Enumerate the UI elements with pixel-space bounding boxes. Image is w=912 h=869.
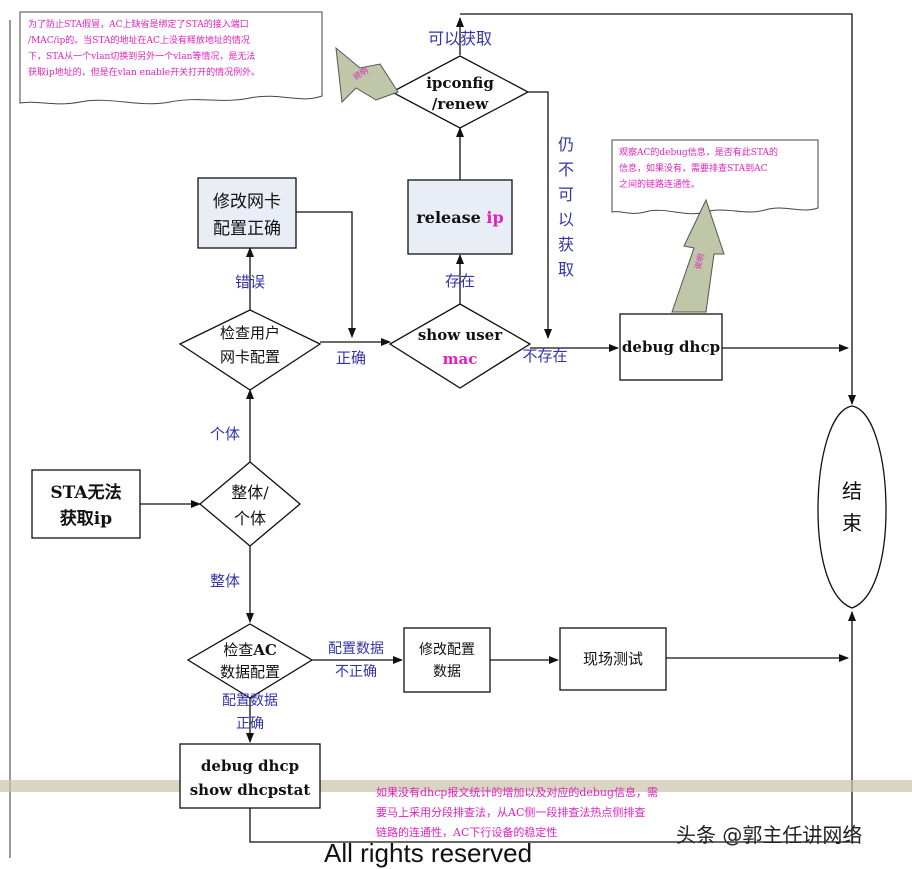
note-right-line1: 观察AC的debug信息，是否有此STA的: [619, 146, 778, 158]
node-end: 结 束: [817, 405, 887, 609]
node-fix-nic-line1: 修改网卡: [213, 192, 281, 212]
node-show-user-line2: mac: [443, 350, 478, 368]
node-start: STA无法 获取ip: [31, 469, 141, 539]
note-right-line3: 之间的链路连通性。: [619, 178, 700, 190]
node-whole-line2: 个体: [234, 509, 266, 528]
node-field-test: 现场测试: [559, 627, 667, 691]
label-individual: 个体: [210, 425, 240, 443]
callout-arrow-right: 说明: [671, 198, 725, 313]
node-release-ip-text: release ip: [416, 208, 503, 227]
node-whole-or-individual: 整体/ 个体: [198, 461, 302, 547]
node-show-user-line1: show user: [418, 326, 503, 344]
label-can-obtain: 可以获取: [428, 29, 492, 48]
node-check-user-nic: 检查用户 网卡配置: [178, 309, 322, 391]
node-field-test-text: 现场测试: [583, 650, 643, 668]
label-correct: 正确: [336, 349, 366, 367]
edge-fixnic-to-merge: [296, 211, 356, 338]
connectors: [140, 13, 856, 843]
edge-stat-to-end: [249, 611, 856, 843]
node-check-nic-line1: 检查用户: [220, 324, 280, 342]
note-bottom-line1: 如果没有dhcp报文统计的增加以及对应的debug信息，需: [376, 785, 658, 799]
node-fix-nic-line2: 配置正确: [213, 219, 281, 239]
node-fix-nic: 修改网卡 配置正确: [197, 177, 297, 249]
node-ipconfig-line1: ipconfig: [426, 74, 494, 92]
note-right: 观察AC的debug信息，是否有此STA的 信息，如果没有，需要排查STA到AC…: [611, 139, 819, 215]
footer-rights: All rights reserved: [324, 838, 532, 868]
label-exists: 存在: [445, 272, 475, 290]
node-start-line2: 获取ip: [60, 508, 112, 529]
node-stat-line1: debug dhcp: [201, 757, 299, 775]
node-end-line2: 束: [842, 511, 862, 535]
node-start-line1: STA无法: [50, 482, 121, 503]
node-check-ac-line2: 数据配置: [220, 663, 280, 681]
callout-arrow-top-left: 说明: [335, 46, 399, 104]
svg-text:获: 获: [558, 235, 574, 254]
edge-top-to-end: [460, 13, 856, 405]
node-check-ac-line1: 检查AC: [223, 641, 277, 659]
label-whole: 整体: [210, 572, 240, 590]
edge-still-cannot: [528, 91, 552, 339]
note-top-left-line3: 下，STA从一个vlan切换到另外一个vlan等情况，是无法: [28, 50, 255, 62]
note-bottom-line3: 链路的连通性，AC下行设备的稳定性: [376, 825, 557, 839]
node-whole-line1: 整体/: [231, 483, 269, 502]
node-debug-dhcp-text: debug dhcp: [622, 338, 720, 356]
node-debug-dhcp: debug dhcp: [619, 313, 723, 381]
node-modify-config: 修改配置 数据: [403, 627, 491, 693]
watermark-text: 头条 @郭主任讲网络: [676, 823, 862, 847]
node-check-ac-config: 检查AC 数据配置: [186, 623, 314, 699]
svg-text:可: 可: [558, 185, 574, 204]
note-bottom-line2: 要马上采用分段排查法，从AC侧一段排查法热点侧排查: [376, 805, 645, 819]
node-ipconfig-line2: /renew: [432, 95, 489, 113]
label-still-cannot-obtain: 仍 不 可 以 获 取: [558, 135, 574, 279]
label-config-incorrect-1: 配置数据: [328, 641, 384, 657]
svg-text:取: 取: [558, 260, 574, 279]
node-check-nic-line2: 网卡配置: [220, 348, 280, 366]
node-modify-line1: 修改配置: [419, 642, 475, 658]
edge-labels: 错误 正确 个体 整体 存在 不存在 可以获取 仍 不 可 以 获 取 配置数据…: [210, 29, 574, 732]
label-wrong: 错误: [235, 273, 265, 291]
note-bottom: 如果没有dhcp报文统计的增加以及对应的debug信息，需 要马上采用分段排查法…: [376, 785, 658, 839]
svg-text:仍: 仍: [558, 135, 574, 154]
node-end-line1: 结: [842, 479, 862, 503]
node-modify-line2: 数据: [433, 664, 461, 680]
node-release-ip: release ip: [407, 179, 513, 255]
svg-text:以: 以: [558, 210, 574, 229]
note-right-line2: 信息，如果没有，需要排查STA到AC: [619, 162, 768, 174]
label-config-correct-2: 正确: [236, 716, 264, 732]
label-not-exists: 不存在: [522, 347, 567, 365]
note-top-left-line4: 获取ip地址的，但是在vlan enable开关打开的情况例外。: [28, 66, 260, 78]
note-top-left: 为了防止STA假冒，AC上缺省是绑定了STA的接入端口 /MAC/ip的。当ST…: [19, 11, 323, 105]
label-config-correct-1: 配置数据: [222, 693, 278, 709]
callout-right-label: 说明: [692, 252, 706, 270]
note-top-left-line2: /MAC/ip的。当STA的地址在AC上没有释放地址的情况: [28, 34, 250, 46]
node-stat-line2: show dhcpstat: [190, 781, 311, 799]
node-debug-dhcp-stat: debug dhcp show dhcpstat: [179, 743, 321, 809]
node-show-user-mac: show user mac: [388, 303, 532, 389]
label-config-incorrect-2: 不正确: [335, 664, 377, 680]
node-ipconfig-renew: ipconfig /renew: [390, 55, 530, 129]
note-top-left-line1: 为了防止STA假冒，AC上缺省是绑定了STA的接入端口: [28, 18, 249, 30]
svg-text:不: 不: [558, 160, 574, 179]
